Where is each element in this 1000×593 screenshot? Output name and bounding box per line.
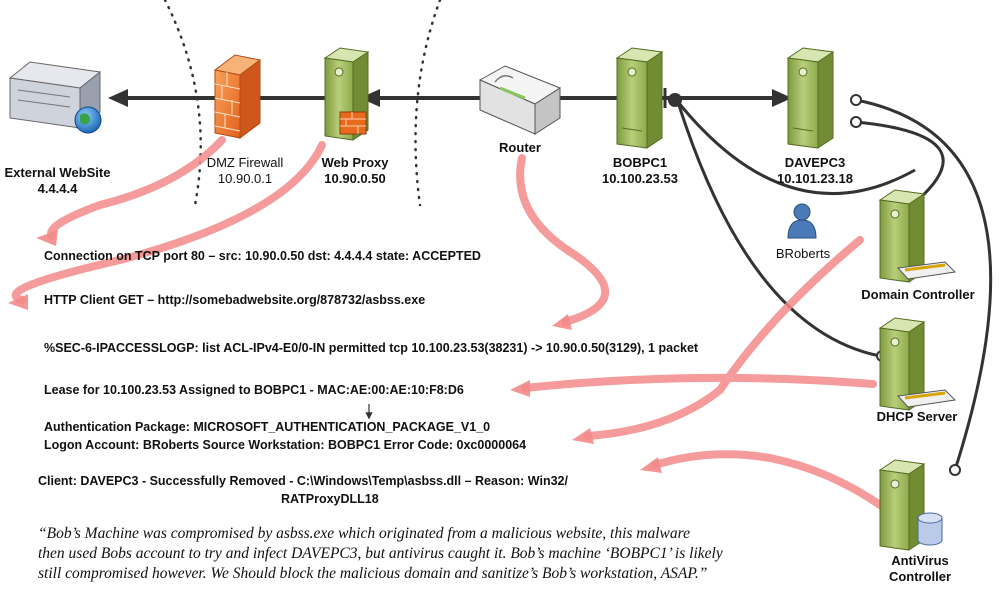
dmz-firewall-label: DMZ Firewall 10.90.0.1 [195, 155, 295, 187]
davepc3-label: DAVEPC3 10.101.23.18 [765, 155, 865, 187]
user-label: BRoberts [768, 246, 838, 262]
log-router-acl: %SEC-6-IPACCESSLOGP: list ACL-IPv4-E0/0-… [44, 341, 699, 355]
external-website-ip: 4.4.4.4 [37, 181, 78, 196]
quote-line-1: “Bob’s Machine was compromised by asbss.… [38, 525, 690, 542]
highlight-router-to-log3 [516, 154, 609, 326]
antivirus-name-line2: Controller [888, 569, 952, 584]
internal-boundary-arc [414, 0, 442, 207]
link-bobpc1-user [676, 101, 916, 196]
web-proxy-ip: 10.90.0.50 [324, 171, 386, 186]
highlight-proxy-to-log2 [11, 141, 326, 304]
bobpc1-label: BOBPC1 10.100.23.53 [590, 155, 690, 187]
log-logon-account: Logon Account: BRoberts Source Workstati… [44, 438, 527, 452]
log-dhcp-lease: Lease for 10.100.23.53 Assigned to BOBPC… [44, 383, 464, 397]
router-icon [478, 65, 562, 135]
highlight-dc-to-log5 [584, 236, 864, 440]
highlight-av-to-log6 [651, 450, 887, 511]
external-website-label: External WebSite 4.4.4.4 [0, 165, 115, 197]
log-av-removed: Client: DAVEPC3 - Successfully Removed -… [38, 474, 568, 488]
quote-line-3: still compromised however. We Should blo… [38, 565, 708, 582]
log-auth-package: Authentication Package: MICROSOFT_AUTHEN… [44, 420, 491, 434]
dmz-firewall-ip: 10.90.0.1 [217, 171, 273, 186]
web-proxy-name: Web Proxy [321, 155, 389, 170]
link-davepc3-av [855, 98, 993, 471]
antivirus-controller-label: AntiVirus Controller [865, 553, 975, 585]
highlight-dhcp-to-log4 [521, 373, 877, 392]
log-proxy-http-get: HTTP Client GET – http://somebadwebsite.… [44, 293, 426, 307]
quote-line-2: then used Bobs account to try and infect… [38, 545, 723, 562]
user-icon [787, 203, 817, 239]
dhcp-server-icon [878, 317, 957, 411]
web-proxy-icon [323, 47, 370, 141]
arrow-left-proxy [360, 89, 380, 107]
web-proxy-label: Web Proxy 10.90.0.50 [305, 155, 405, 187]
log-firewall-connection: Connection on TCP port 80 – src: 10.90.0… [44, 249, 481, 263]
link-bobpc1-dhcp [676, 101, 881, 358]
bobpc1-ip: 10.100.23.53 [602, 171, 678, 186]
router-name: Router [499, 140, 541, 155]
analysis-quote: “Bob’s Machine was compromised by asbss.… [38, 524, 838, 584]
domain-controller-icon [878, 189, 957, 283]
dhcp-server-label: DHCP Server [862, 409, 972, 425]
davepc3-icon [786, 47, 835, 149]
arrow-right-davepc3 [772, 89, 792, 107]
arrow-left-external [108, 89, 128, 107]
router-label: Router [480, 140, 560, 156]
domain-controller-label: Domain Controller [848, 287, 988, 303]
antivirus-name-line1: AntiVirus [891, 553, 949, 568]
antivirus-controller-icon [878, 459, 943, 551]
dmz-firewall-name: DMZ Firewall [206, 155, 284, 170]
link-davepc3-dc [855, 120, 945, 202]
log-av-reason: RATProxyDLL18 [281, 492, 379, 506]
bobpc1-name: BOBPC1 [612, 155, 668, 170]
highlight-firewall-to-log1 [47, 136, 226, 240]
bobpc1-icon [615, 47, 664, 149]
external-website-name: External WebSite [4, 165, 111, 180]
external-website-icon [8, 61, 102, 134]
dhcp-server-name: DHCP Server [876, 409, 958, 424]
davepc3-name: DAVEPC3 [784, 155, 846, 170]
firewall-icon [213, 54, 262, 139]
davepc3-ip: 10.101.23.18 [777, 171, 853, 186]
user-name: BRoberts [775, 246, 831, 261]
domain-controller-name: Domain Controller [861, 287, 975, 302]
dmz-boundary-arc [163, 0, 202, 207]
